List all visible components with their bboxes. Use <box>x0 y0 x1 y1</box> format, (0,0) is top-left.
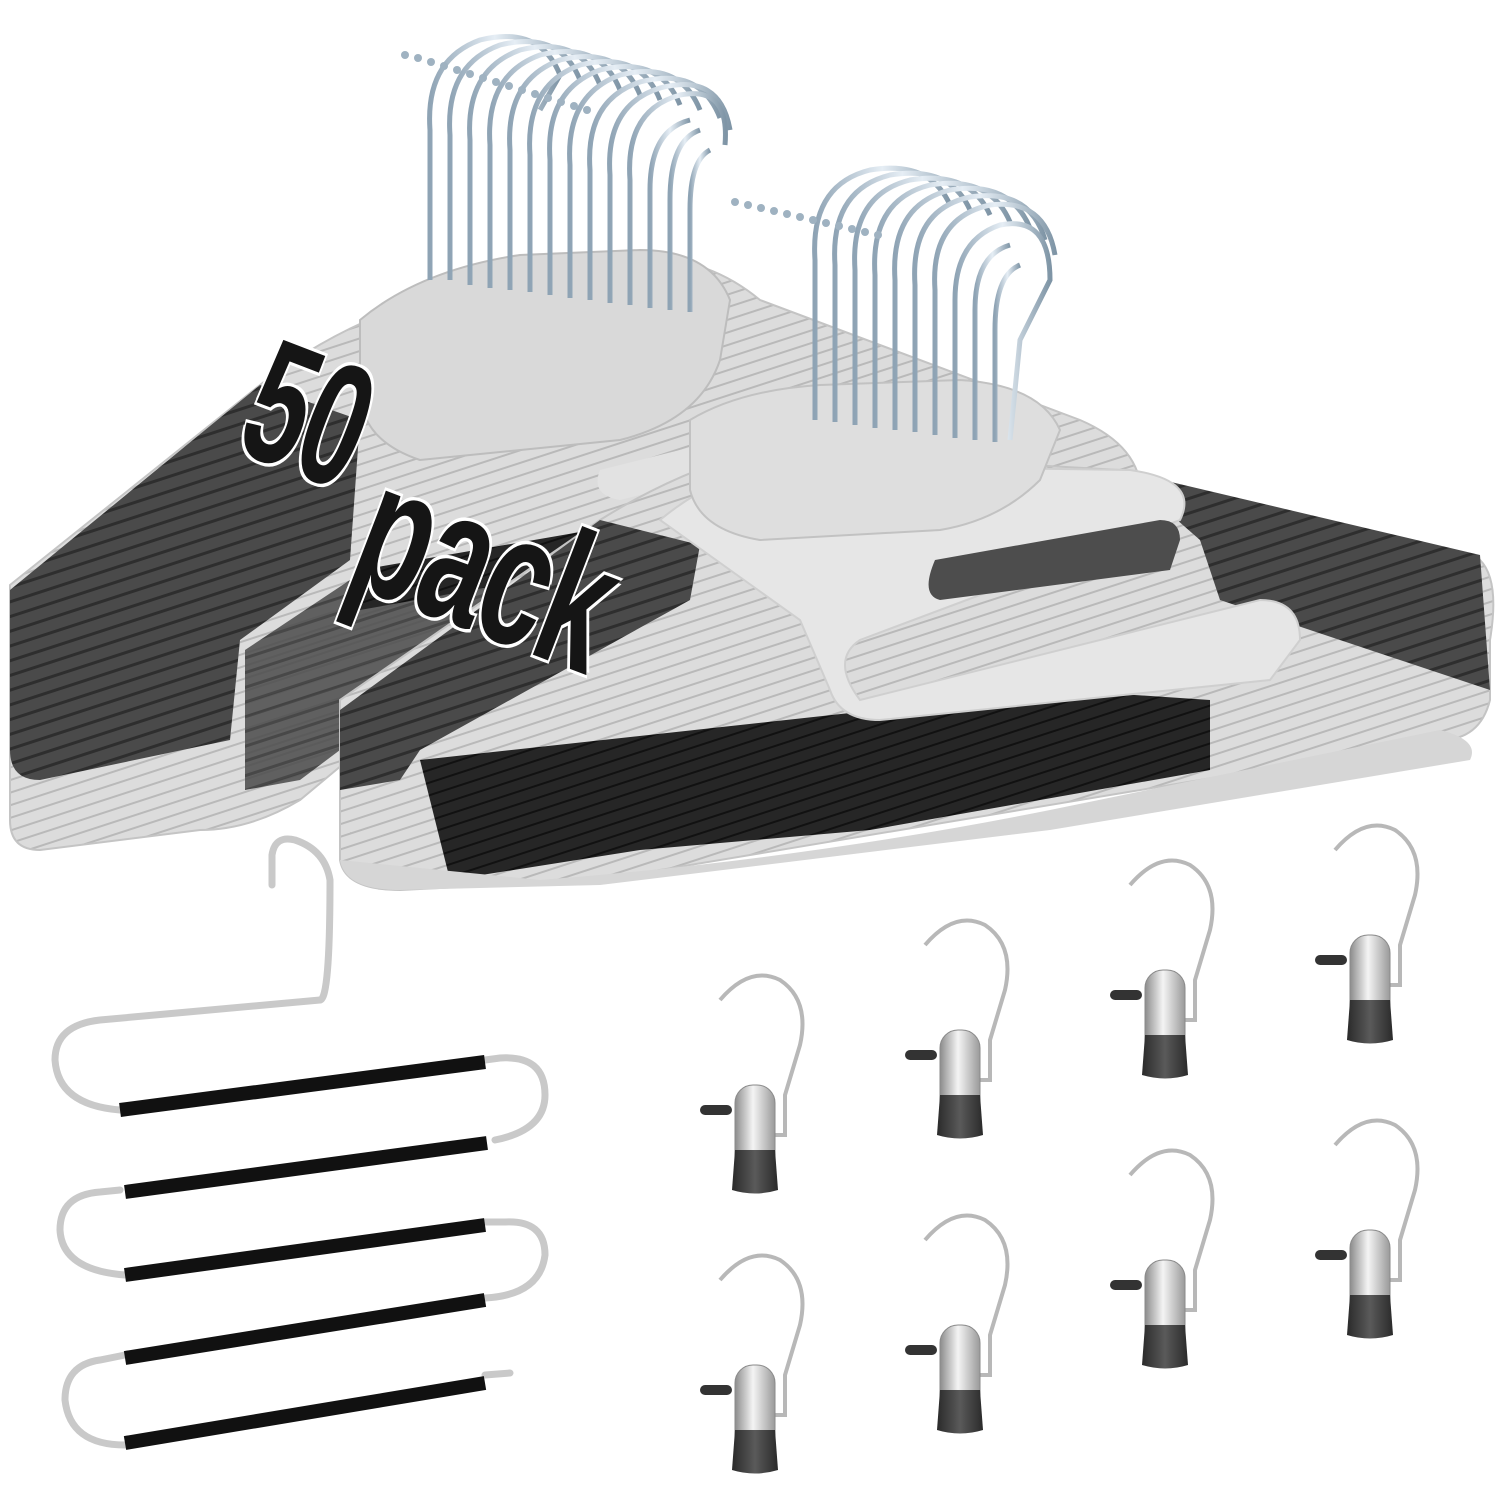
clip-hook-1 <box>700 973 805 1194</box>
clip-hooks <box>700 823 1420 1474</box>
clip-hook-4 <box>1315 823 1420 1044</box>
clip-hook-7 <box>1110 1148 1215 1369</box>
foam-bars <box>119 1055 488 1450</box>
hook-tips-back <box>401 51 591 114</box>
pants-hanger <box>51 835 549 1450</box>
clip-hook-2 <box>905 918 1010 1139</box>
hook-tips-front <box>731 198 882 239</box>
clip-hook-3 <box>1110 858 1215 1079</box>
clip-hook-8 <box>1315 1118 1420 1339</box>
clip-hook-5 <box>700 1253 805 1474</box>
hanger-stack-front <box>339 378 1495 892</box>
clip-hook-6 <box>905 1213 1010 1434</box>
hook-bundle-front <box>812 165 1058 442</box>
hook-bundle-back <box>427 34 733 312</box>
